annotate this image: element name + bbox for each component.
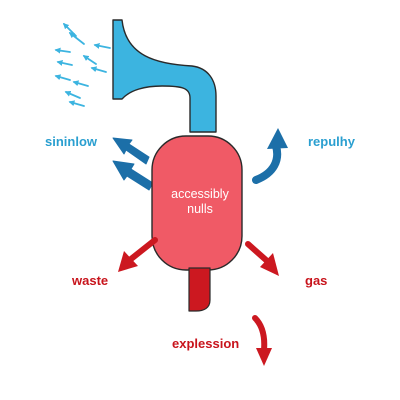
spray-arrow-11: [68, 100, 85, 107]
spray-arrow-1: [62, 22, 77, 37]
bottom-curved-arrow-icon: [252, 315, 272, 366]
center-label-line2: nulls: [187, 202, 213, 216]
label-left-blue: sininlow: [45, 134, 98, 149]
label-waste: waste: [71, 273, 108, 288]
bottom-stem-icon: [188, 267, 211, 312]
spray-arrow-5: [82, 55, 97, 65]
left-blue-arrow-icon: [112, 137, 154, 191]
horn-tube-icon: [112, 19, 217, 133]
label-bottom: explession: [172, 336, 239, 351]
spray-arrow-8: [54, 74, 71, 81]
spray-arrow-6: [56, 60, 73, 66]
spray-arrow-9: [72, 80, 89, 87]
center-label-line1: accessibly: [171, 187, 229, 201]
waste-arrow-icon: [118, 237, 158, 272]
spray-arrow-3: [93, 42, 111, 49]
spray-arrow-2: [68, 32, 85, 45]
right-blue-arrow-icon: [252, 128, 288, 184]
spray-arrow-10: [64, 91, 81, 99]
label-right-blue: repulhy: [308, 134, 356, 149]
label-gas: gas: [305, 273, 327, 288]
gas-arrow-icon: [245, 241, 279, 276]
spray-arrows-icon: [54, 22, 111, 107]
spray-arrow-4: [54, 47, 71, 54]
spray-arrow-7: [90, 66, 107, 73]
